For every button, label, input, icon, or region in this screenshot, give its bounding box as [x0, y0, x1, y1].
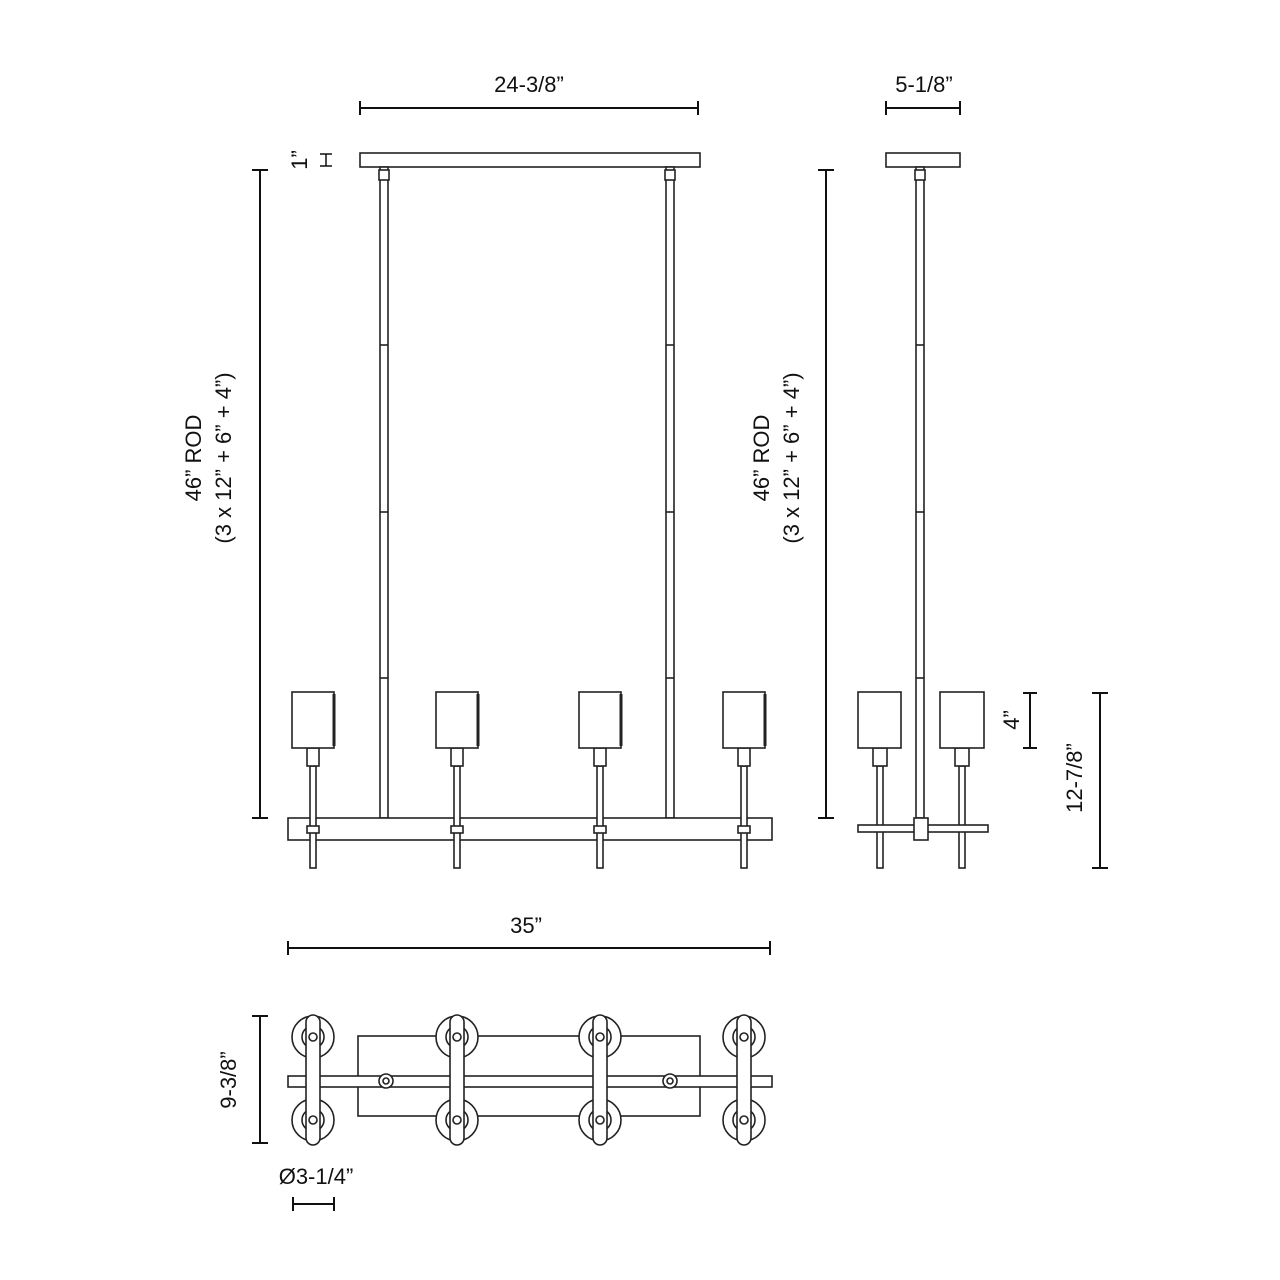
light-socket [593, 747, 607, 767]
overall-width-dimension: 35” [287, 913, 771, 955]
light-socket [306, 747, 320, 767]
rod-breakdown-label: (3 x 12” + 6” + 4”) [211, 372, 236, 543]
shade-diameter-label: Ø3-1/4” [279, 1164, 354, 1189]
socket-dot [452, 1115, 462, 1125]
light-shade [291, 691, 335, 749]
light-collar [450, 825, 464, 834]
canopy-width-label: 24-3/8” [494, 72, 564, 97]
light-arm [736, 1014, 752, 1146]
side-view: 5-1/8” 46” ROD (3 x 12” + 6” + 4”) [749, 72, 1108, 869]
side-canopy-width-label: 5-1/8” [895, 72, 952, 97]
shade-height-dimension: 4” [999, 692, 1037, 749]
light-collar [306, 825, 320, 834]
shade-diameter-dimension: Ø3-1/4” [279, 1164, 354, 1211]
rods [378, 166, 676, 819]
light-shade [722, 691, 766, 749]
socket-dot [595, 1032, 605, 1042]
overall-width-label: 35” [510, 913, 542, 938]
light-socket [737, 747, 751, 767]
light-stem [740, 765, 748, 869]
side-rod-breakdown-label: (3 x 12” + 6” + 4”) [779, 372, 804, 543]
crossbar [287, 817, 773, 841]
socket-dot [452, 1032, 462, 1042]
socket-dot [308, 1115, 318, 1125]
side-rod-length-dimension: 46” ROD (3 x 12” + 6” + 4”) [749, 169, 834, 819]
socket-dot [308, 1032, 318, 1042]
front-lights [291, 691, 767, 869]
socket-dot [739, 1032, 749, 1042]
light-shade [578, 691, 622, 749]
rod-length-dimension: 46” ROD (3 x 12” + 6” + 4”) [181, 169, 268, 819]
body-height-dimension: 12-7/8” [1062, 692, 1108, 869]
rod-length-label: 46” ROD [181, 415, 206, 502]
shade-height-label: 4” [999, 710, 1024, 730]
canopy-height-label: 1” [287, 150, 312, 170]
top-view: 9-3/8” Ø3-1/4” [216, 1014, 773, 1211]
top-arms [305, 1014, 752, 1146]
canopy-height-dimension: 1” [287, 150, 332, 170]
body-height-label: 12-7/8” [1062, 743, 1087, 813]
light-collar [737, 825, 751, 834]
light-stem [596, 765, 604, 869]
side-canopy-width-dimension: 5-1/8” [885, 72, 961, 115]
depth-dimension: 9-3/8” [216, 1015, 268, 1144]
side-shade [857, 691, 902, 749]
socket-dot [739, 1115, 749, 1125]
front-view: 24-3/8” 1” 46” ROD (3 x 12” + 6” + 4”) [181, 72, 773, 955]
light-shade [435, 691, 479, 749]
light-arm [449, 1014, 465, 1146]
light-arm [305, 1014, 321, 1146]
socket-dot [595, 1115, 605, 1125]
side-shade [939, 691, 985, 749]
canopy-width-dimension: 24-3/8” [359, 72, 699, 115]
side-lights [857, 691, 989, 869]
light-collar [593, 825, 607, 834]
light-stem [453, 765, 461, 869]
depth-label: 9-3/8” [216, 1051, 241, 1108]
light-arm [592, 1014, 608, 1146]
side-rod [915, 166, 925, 819]
side-canopy [885, 152, 961, 168]
canopy [359, 152, 701, 168]
side-rod-length-label: 46” ROD [749, 415, 774, 502]
light-socket [450, 747, 464, 767]
top-crossbar [287, 1075, 773, 1088]
light-stem [309, 765, 317, 869]
